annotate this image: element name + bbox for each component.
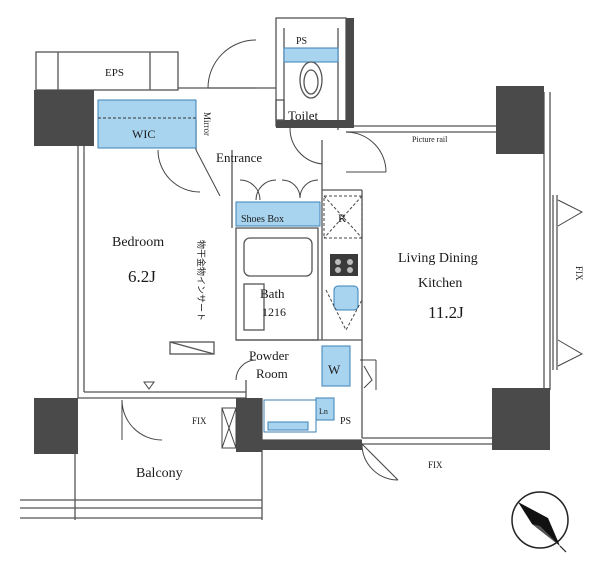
label-eps: EPS (105, 67, 124, 79)
label-powder-line2: Room (256, 366, 288, 381)
label-balcony: Balcony (136, 466, 183, 481)
wic-closet (97, 99, 197, 149)
label-refrigerator: R (338, 211, 346, 225)
label-bedroom-size: 6.2J (128, 267, 156, 286)
label-fix-balcony: FIX (192, 416, 207, 426)
label-bedroom: Bedroom (112, 235, 164, 250)
toilet-tank (283, 47, 339, 63)
drain-marker (143, 381, 155, 390)
fix-windows (221, 199, 584, 449)
toilet-bowl (275, 61, 323, 121)
kitchen (323, 195, 363, 332)
label-ldk-size: 11.2J (428, 303, 464, 322)
water-heater (315, 397, 335, 421)
label-heater: Ln (319, 407, 328, 416)
kitchen-sink (333, 285, 359, 311)
label-insert: 物干金物インサート (196, 240, 207, 321)
fixtures (97, 47, 351, 433)
label-entrance: Entrance (216, 150, 262, 165)
washer-pan (321, 345, 351, 387)
label-mirror: Mirror (202, 112, 212, 136)
doors (121, 39, 399, 481)
label-picture-rail: Picture rail (412, 135, 448, 144)
label-shoes-box: Shoes Box (241, 214, 284, 225)
compass-north-arrow-icon (511, 491, 569, 553)
label-bath: Bath (260, 286, 285, 301)
label-toilet: Toilet (288, 108, 319, 123)
label-ps-bottom: PS (340, 416, 351, 427)
label-powder-line1: Powder (249, 348, 289, 363)
label-fix-right: FIX (574, 266, 584, 281)
label-ps-top: PS (296, 36, 307, 47)
label-ldk-line2: Kitchen (418, 276, 462, 291)
label-bath-size: 1216 (262, 305, 286, 319)
insert-marker (169, 341, 215, 355)
walls (34, 18, 550, 454)
shoes-box (235, 201, 321, 227)
label-fix-bottom: FIX (428, 460, 443, 470)
label-wic: WIC (132, 127, 155, 141)
label-ldk-line1: Living Dining (398, 251, 478, 266)
label-washer: W (328, 362, 341, 377)
